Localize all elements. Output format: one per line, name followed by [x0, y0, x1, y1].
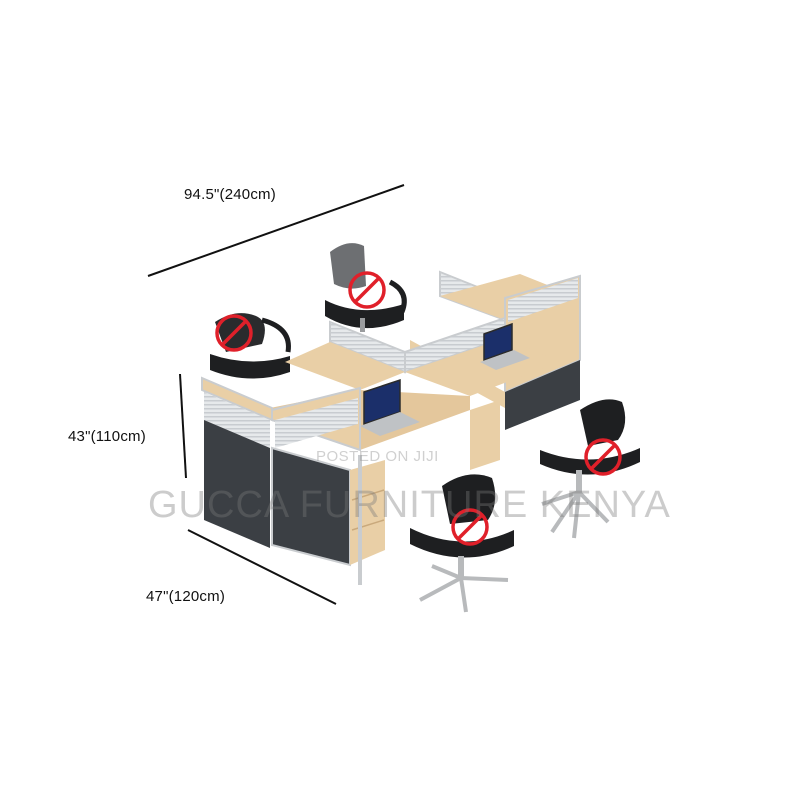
- back-chair: [325, 243, 407, 332]
- width-dimension-label: 94.5"(240cm): [184, 186, 276, 203]
- width-dimension-line: [147, 184, 405, 277]
- posted-watermark: POSTED ON JIJI: [316, 448, 439, 465]
- no-symbol-icon: [348, 271, 386, 309]
- height-dimension-line: [179, 373, 187, 479]
- laptop-front: [360, 378, 420, 436]
- brand-watermark: GUCCA FURNITURE KENYA: [148, 484, 671, 526]
- height-dimension-label: 43"(110cm): [68, 428, 146, 445]
- left-chair: [210, 313, 291, 379]
- depth-dimension-line: [187, 529, 337, 605]
- depth-dimension-label: 47"(120cm): [146, 588, 226, 605]
- laptop-rear: [480, 322, 530, 370]
- front-desk-pod: [201, 376, 500, 585]
